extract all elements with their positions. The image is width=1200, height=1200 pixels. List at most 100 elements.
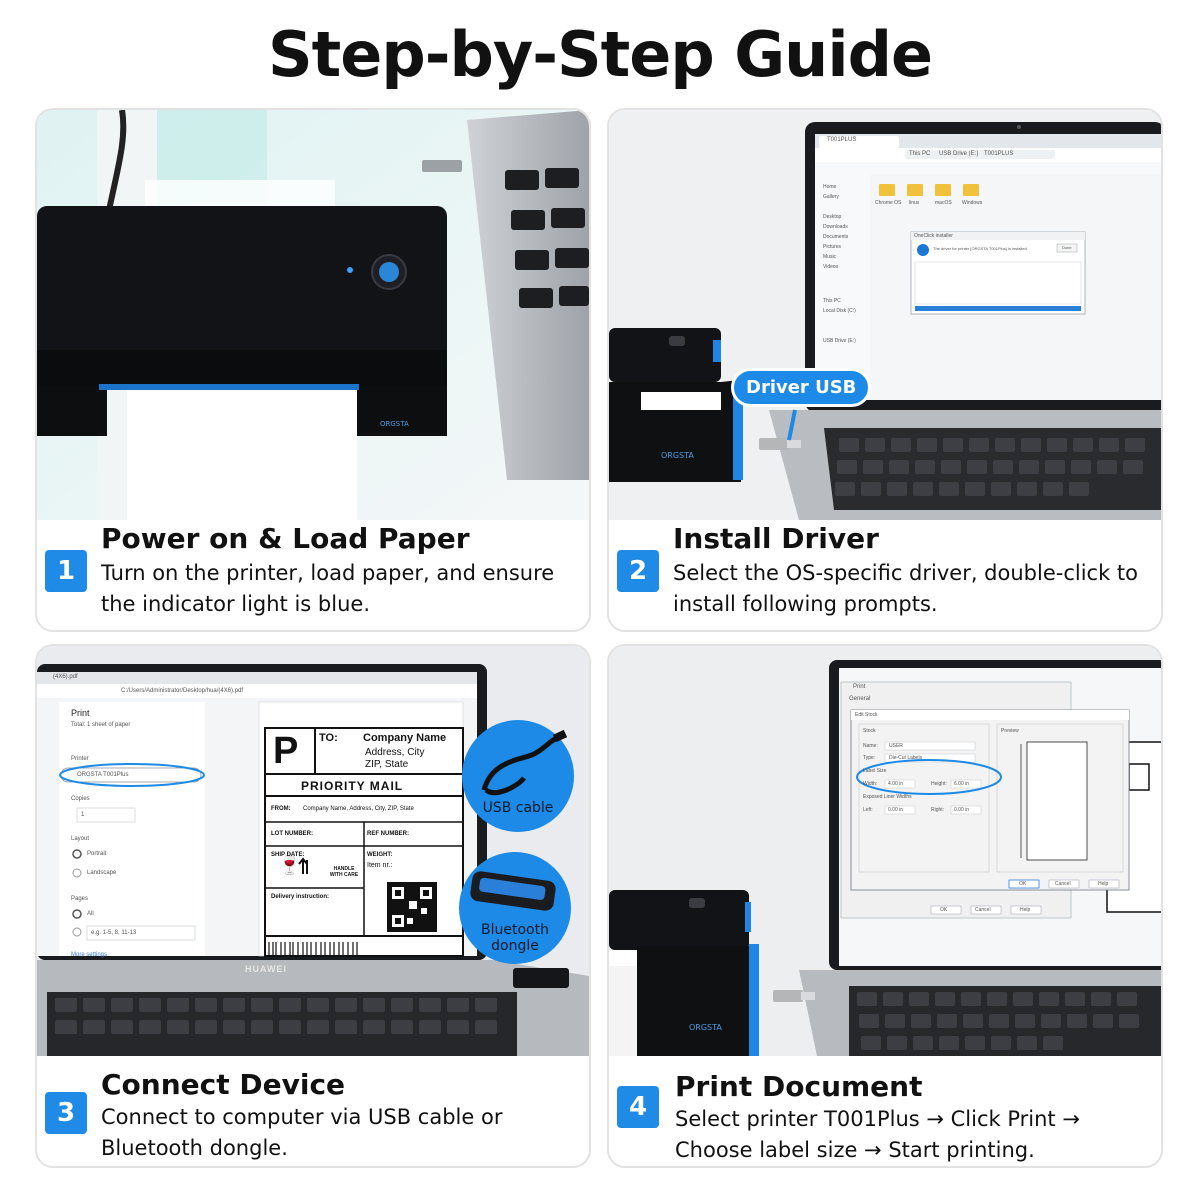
printer-brand-text-2: ORGSTA [661, 451, 694, 460]
step-title: Install Driver [673, 522, 879, 555]
sidebar-localdisk[interactable]: Local Disk (C:) [823, 308, 856, 314]
right-input[interactable]: 0.00 in [954, 807, 970, 813]
installer-done-button[interactable]: Done [1062, 245, 1072, 250]
print-help-button[interactable]: Help [1020, 907, 1031, 913]
label-address: Address, City [365, 747, 425, 758]
liner-label: Exposed Liner Widths [863, 794, 912, 800]
label-zip: ZIP, State [365, 759, 409, 770]
pages-all-radio[interactable]: All [87, 911, 94, 917]
sidebar-desktop[interactable]: Desktop [823, 214, 842, 220]
step-card-4: ORGSTA Print General Edit Stock Stock Na… [607, 644, 1163, 1168]
label-delivery: Delivery instruction: [271, 894, 330, 900]
print-cancel-button[interactable]: Cancel [975, 907, 991, 913]
sidebar-thispc[interactable]: This PC [823, 298, 841, 304]
step-card-3: 🍷 [35, 644, 591, 1168]
width-label: Width: [863, 781, 878, 787]
edit-stock-cancel-button[interactable]: Cancel [1055, 881, 1071, 887]
step-number: 4 [617, 1086, 659, 1128]
sidebar-gallery[interactable]: Gallery [823, 194, 839, 200]
pages-label: Pages [71, 896, 89, 902]
right-label: Right: [931, 807, 945, 813]
label-company: Company Name [363, 732, 447, 744]
usb-cable-icon [481, 729, 568, 796]
explorer-tab[interactable]: T001PLUS [827, 137, 857, 143]
label-ship: SHIP DATE: [271, 852, 305, 858]
height-label: Height: [931, 781, 947, 787]
label-from: FROM: [271, 806, 291, 812]
name-label: Name: [863, 743, 878, 749]
step-number: 3 [45, 1092, 87, 1134]
sidebar-documents[interactable]: Documents [823, 234, 849, 240]
print-dialog-title: Print [853, 684, 866, 690]
pdf-tab[interactable]: (4X6).pdf [53, 674, 78, 680]
driver-usb-callout: Driver USB [731, 368, 872, 407]
edit-stock-help-button[interactable]: Help [1098, 881, 1109, 887]
step-card-1: ORGSTA 1 Power on & Load Paper Turn on t… [35, 108, 591, 632]
type-select[interactable]: Die-Cut Labels [889, 755, 923, 761]
laptop-print-illustration: 🍷 [37, 646, 589, 1056]
laptop-label-size-illustration: ORGSTA [609, 646, 1161, 1056]
sidebar-videos[interactable]: Videos [823, 264, 839, 270]
bluetooth-dongle-icon [470, 871, 556, 911]
type-label: Type: [863, 755, 876, 761]
printer-select[interactable]: ORGSTA T001Plus [77, 772, 129, 778]
left-input[interactable]: 0.00 in [888, 807, 904, 813]
usb-cable-bubble: USB cable [462, 720, 574, 832]
print-total: Total: 1 sheet of paper [71, 722, 131, 728]
folder-chromeos[interactable]: Chrome OS [875, 200, 902, 206]
general-tab[interactable]: General [849, 696, 871, 702]
sidebar-downloads[interactable]: Downloads [823, 224, 848, 230]
breadcrumb-2[interactable]: USB Drive (E:) [939, 151, 979, 157]
address-bar[interactable]: C:/Users/Administrator/Desktop/hua/(4X6)… [121, 688, 244, 694]
breadcrumb-3[interactable]: T001PLUS [984, 151, 1014, 157]
label-item: Item nr.: [367, 862, 393, 869]
step-title: Print Document [675, 1070, 923, 1103]
portrait-radio[interactable]: Portrait [87, 851, 107, 857]
label-lot: LOT NUMBER: [271, 831, 313, 837]
preview-label: Preview [1001, 728, 1019, 734]
edit-stock-ok-button[interactable]: OK [1019, 881, 1027, 887]
printer-label: Printer [71, 756, 89, 762]
step-number: 1 [45, 550, 87, 592]
more-settings-link[interactable]: More settings [71, 952, 108, 958]
label-p: P [273, 730, 299, 772]
sidebar-home[interactable]: Home [823, 184, 837, 190]
folder-macos[interactable]: macOS [935, 200, 952, 206]
sidebar-music[interactable]: Music [823, 254, 837, 260]
svg-text:🍷: 🍷 [277, 852, 302, 876]
usb-cable-text: USB cable [482, 800, 554, 816]
laptop-driver-illustration: ORGSTA [609, 110, 1161, 520]
name-input[interactable]: USER [889, 743, 903, 749]
label-priority: PRIORITY MAIL [301, 779, 404, 793]
print-panel-title: Print [71, 708, 90, 718]
label-weight: WEIGHT: [367, 852, 393, 858]
edit-stock-title: Edit Stock [855, 712, 878, 718]
sidebar-usbdrive[interactable]: USB Drive (E:) [823, 338, 856, 344]
folder-windows[interactable]: Windows [962, 200, 983, 206]
step-description: Turn on the printer, load paper, and ens… [101, 561, 555, 616]
layout-label: Layout [71, 836, 90, 842]
step-title: Power on & Load Paper [101, 522, 470, 555]
photo-connect-device: 🍷 [37, 646, 589, 1056]
print-ok-button[interactable]: OK [940, 907, 948, 913]
step-number: 2 [617, 550, 659, 592]
installer-dialog-message: The driver for printer [ORGSTA T001Plus]… [933, 246, 1028, 251]
label-handle: HANDLE WITH CARE [329, 866, 359, 878]
sidebar-pictures[interactable]: Pictures [823, 244, 842, 250]
page-title: Step-by-Step Guide [268, 18, 933, 91]
photo-print-document: ORGSTA Print General Edit Stock Stock Na… [609, 646, 1161, 1056]
step-card-2: ORGSTA T001PLUS This PC USB Drive (E:) T… [607, 108, 1163, 632]
step-description: Select printer T001Plus → Click Print → … [675, 1107, 1080, 1162]
copies-label: Copies [71, 796, 90, 802]
label-to: TO: [319, 732, 338, 744]
pages-custom-input[interactable]: e.g. 1-5, 8, 11-13 [91, 930, 137, 936]
folder-linux[interactable]: linux [909, 200, 920, 206]
bluetooth-dongle-bubble: Bluetooth dongle [459, 852, 571, 964]
copies-input[interactable]: 1 [81, 812, 85, 818]
width-input[interactable]: 4.00 in [888, 781, 904, 787]
landscape-radio[interactable]: Landscape [87, 870, 117, 876]
printer-brand-text-4: ORGSTA [689, 1023, 722, 1032]
height-input[interactable]: 6.00 in [954, 781, 970, 787]
installer-dialog-title: OneClick installer [914, 233, 953, 239]
breadcrumb-1[interactable]: This PC [909, 151, 931, 157]
